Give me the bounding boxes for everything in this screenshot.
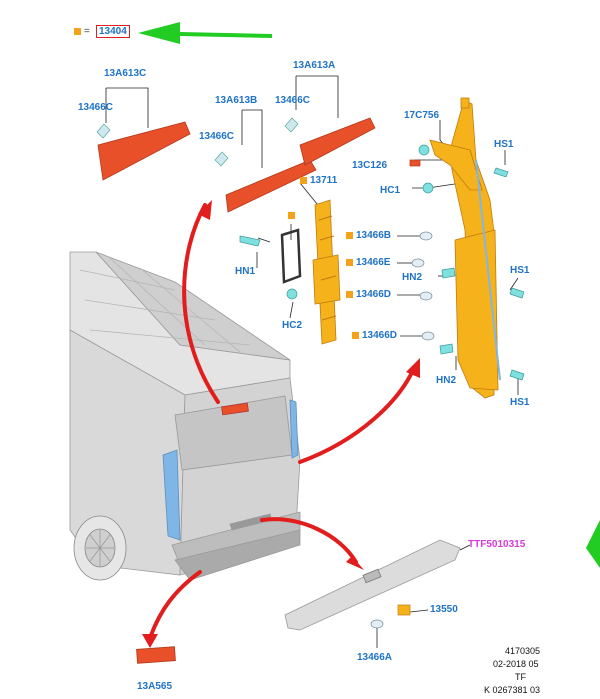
clips-and-screws: [239, 144, 525, 381]
label-TTF5010315[interactable]: TTF5010315: [468, 539, 526, 550]
arrow-to-plate-lamp: [260, 517, 358, 564]
label-13A613C[interactable]: 13A613C: [104, 68, 147, 79]
part-13550: [397, 604, 411, 616]
footer-date: 02-2018 05: [493, 659, 539, 669]
label-HC1[interactable]: HC1: [380, 185, 401, 196]
label-13A613A[interactable]: 13A613A: [293, 60, 336, 71]
label-13711[interactable]: 13711: [310, 175, 338, 186]
label-13C126[interactable]: 13C126: [352, 160, 388, 171]
label-13466E[interactable]: 13466E: [356, 257, 391, 268]
bullet-13466D-2: [352, 332, 359, 339]
label-13A565[interactable]: 13A565: [137, 681, 173, 692]
gasket-part: [280, 228, 302, 284]
van-illustration: [69, 251, 301, 581]
stop-lamp-parts: [97, 117, 376, 213]
legend-ref-13404[interactable]: 13404: [96, 25, 130, 38]
label-13466A[interactable]: 13466A: [357, 652, 393, 663]
label-13466C-2[interactable]: 13466C: [199, 131, 235, 142]
bulb-parts: [96, 117, 299, 167]
footer-doc-number: K 0267381 03: [484, 685, 541, 695]
label-HS1-3[interactable]: HS1: [510, 397, 530, 408]
plate-lamp-assembly: [284, 539, 461, 631]
pointer-arrow-green: [138, 22, 272, 44]
label-13466B[interactable]: 13466B: [356, 230, 392, 241]
label-HN2-2[interactable]: HN2: [436, 375, 457, 386]
part-13C126: [409, 159, 421, 167]
label-HC2[interactable]: HC2: [282, 320, 303, 331]
bracket-13711: [312, 199, 341, 345]
label-13466D-1[interactable]: 13466D: [356, 289, 392, 300]
label-13466C-3[interactable]: 13466C: [275, 95, 311, 106]
label-17C756[interactable]: 17C756: [404, 110, 440, 121]
label-HN1[interactable]: HN1: [235, 266, 256, 277]
bullet-13466E: [346, 259, 353, 266]
label-HS1-1[interactable]: HS1: [494, 139, 514, 150]
arrow-to-reflector: [148, 570, 202, 640]
label-HN2-1[interactable]: HN2: [402, 272, 423, 283]
bulb-13466A: [370, 619, 384, 629]
footer-illustration-number: 4170305: [505, 646, 541, 656]
arrow-to-bracket: [298, 366, 416, 464]
bullet-gasket: [288, 212, 295, 219]
reflector-13A565: [136, 646, 176, 664]
pointer-arrow-green-edge: [586, 520, 600, 568]
bullet-13711: [300, 177, 307, 184]
bullet-13466D-1: [346, 291, 353, 298]
lamp-bracket-right: [429, 97, 501, 399]
label-13A613B[interactable]: 13A613B: [215, 95, 258, 106]
label-13466D-2[interactable]: 13466D: [362, 330, 398, 341]
bullet-13466B: [346, 232, 353, 239]
arrow-to-stop-lamp: [182, 203, 220, 404]
label-13466C-1[interactable]: 13466C: [78, 102, 114, 113]
legend-equals: =: [84, 26, 90, 37]
label-13550[interactable]: 13550: [430, 604, 458, 615]
bulbs-right: [411, 231, 435, 341]
legend-bullet: [74, 28, 81, 35]
footer-model-code: TF: [515, 672, 526, 682]
label-HS1-2[interactable]: HS1: [510, 265, 530, 276]
